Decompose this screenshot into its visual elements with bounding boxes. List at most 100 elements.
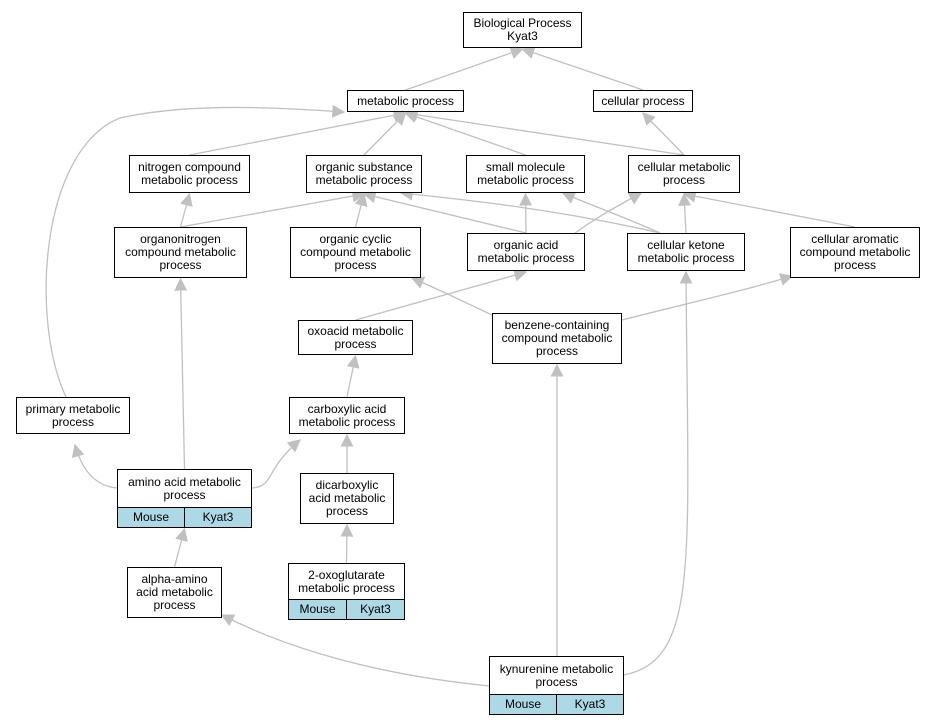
edge-cellular-aromatic-to-cellular-metabolic: [682, 189, 856, 228]
node-label-line: cellular aromatic: [811, 232, 899, 246]
node-label-line: compound metabolic: [300, 245, 411, 259]
edge-cellular-metabolic-to-cellular: [642, 112, 685, 156]
edge-organic-acid-to-organic-substance: [362, 190, 527, 234]
edge-metabolic-to-root: [405, 46, 524, 91]
node-label-line: metabolic process: [141, 173, 238, 187]
node-label-line: alpha-amino: [141, 572, 208, 586]
edge-nitrogen-to-metabolic: [189, 108, 407, 156]
node-label-line: process: [334, 258, 377, 272]
node-label-line: process: [325, 504, 369, 518]
species-tag[interactable]: Mouse: [118, 508, 184, 527]
node-label-line: cellular process: [601, 93, 685, 108]
edge-organic-substance-to-metabolic: [363, 112, 407, 156]
edge-cellular-ketone-to-cellular-metabolic: [678, 192, 692, 234]
species-tag[interactable]: Mouse: [289, 600, 346, 619]
edge-cellular-ketone-to-small-molecule: [561, 191, 661, 234]
node-label-line: small molecule: [485, 160, 566, 174]
node-label-line: cellular metabolic: [637, 160, 731, 174]
edge-carboxylic-to-oxoacid: [346, 354, 360, 398]
node-label-line: process: [662, 173, 706, 187]
edge-kynurenine-to-alpha-amino: [220, 614, 490, 687]
node-label-line: oxoacid metabolic: [307, 323, 404, 338]
edge-cellular-to-root: [521, 46, 644, 91]
edge-cellular-metabolic-to-metabolic: [404, 108, 685, 156]
edge-benzene-to-organic-cyclic: [410, 276, 493, 316]
node-label-line: compound metabolic: [501, 331, 613, 345]
node-label-line: kynurenine metabolic: [499, 661, 614, 676]
node-label-line: organic cyclic: [319, 232, 392, 246]
node-metabolic[interactable]: metabolic process: [347, 90, 464, 112]
node-label-line: benzene-containing: [504, 318, 610, 332]
node-label-line: process: [159, 258, 202, 272]
node-label-line: 2-oxoglutarate: [308, 567, 385, 582]
gene-tag[interactable]: Kyat3: [346, 600, 404, 619]
node-label-line: carboxylic acid: [307, 401, 387, 416]
node-label-line: process: [535, 344, 578, 358]
node-label: cellular process: [594, 91, 692, 111]
node-label-line: acid metabolic: [136, 585, 213, 599]
node-label-line: metabolic process: [477, 173, 574, 187]
edge-organonitrogen-to-nitrogen: [179, 192, 193, 228]
edge-cellular-ketone-to-organic-substance: [399, 187, 661, 234]
gene-tag[interactable]: Kyat3: [556, 695, 623, 714]
node-label-line: metabolic process: [298, 580, 395, 595]
gene-tag[interactable]: Kyat3: [184, 508, 251, 527]
node-label-line: process: [334, 336, 377, 351]
node-label: metabolic process: [348, 91, 463, 111]
edge-primary-to-metabolic: [45, 104, 346, 398]
node-label-line: metabolic process: [477, 251, 575, 265]
node-label-line: process: [153, 598, 196, 612]
node-label-line: primary metabolic: [25, 401, 121, 416]
edge-organonitrogen-to-organic-substance: [180, 189, 366, 228]
species-tag[interactable]: Mouse: [490, 695, 556, 714]
edge-kynurenine-to-cellular-ketone: [623, 270, 693, 676]
node-label-line: Kyat3: [507, 29, 538, 43]
node-label-line: compound metabolic: [799, 245, 911, 259]
node-label-line: organonitrogen: [140, 232, 221, 246]
node-cellular[interactable]: cellular process: [593, 90, 693, 112]
edge-amino-acid-to-carboxylic: [251, 439, 301, 489]
node-label-line: organic substance: [315, 160, 413, 174]
node-label-line: compound metabolic: [125, 245, 236, 259]
node-label-line: process: [535, 674, 578, 689]
node-label-line: organic acid: [493, 238, 559, 252]
node-label-line: amino acid metabolic: [128, 474, 241, 489]
